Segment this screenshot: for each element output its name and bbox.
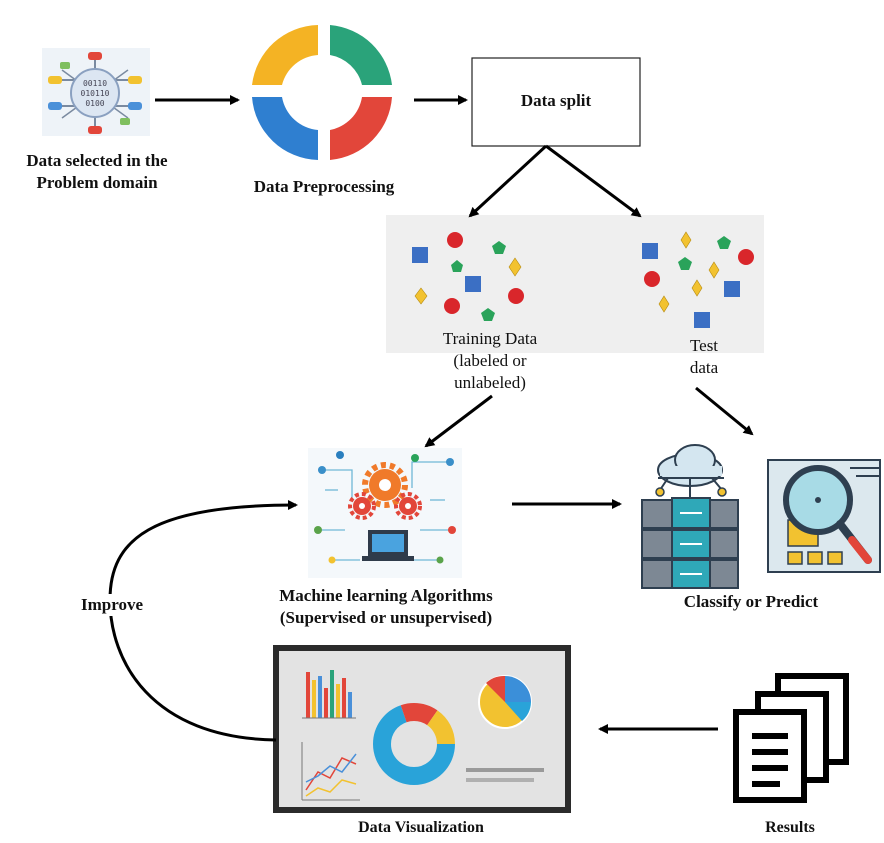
arrow-to-ml [424,394,493,448]
arrow-to-classify [695,386,754,436]
data-visualization-dashboard [273,645,571,813]
test-data-shapes [642,231,754,328]
improve-label: Improve [62,594,162,616]
training-data-label: Training Data (labeled or unlabeled) [442,329,538,392]
data-split-box [471,57,641,147]
flow-arrows [108,95,754,742]
test-data-label: Test data [689,336,719,377]
machine-learning-gears-icon [308,448,462,578]
preprocessing-cycle-icon [252,25,392,160]
arrow-to-test [545,144,642,218]
svg-text:010110: 010110 [81,89,110,98]
network-data-icon: 00110 010110 0100 [42,48,150,136]
svg-text:0100: 0100 [85,99,104,108]
results-label: Results [765,819,815,836]
svg-text:00110: 00110 [83,79,107,88]
preprocessing-label: Data Preprocessing [253,177,395,196]
data-split-label: Data split [520,91,592,110]
results-documents-icon [733,673,849,803]
data-selected-label: Data selected in the Problem domain [26,151,168,192]
classify-predict-icon [641,444,881,589]
classify-predict-label: Classify or Predict [683,592,819,611]
data-visualization-label: Data Visualization [358,819,484,836]
training-data-shapes [412,232,524,321]
arrow-to-training [468,144,548,218]
ml-algorithms-label: Machine learning Algorithms (Supervised … [279,586,493,627]
